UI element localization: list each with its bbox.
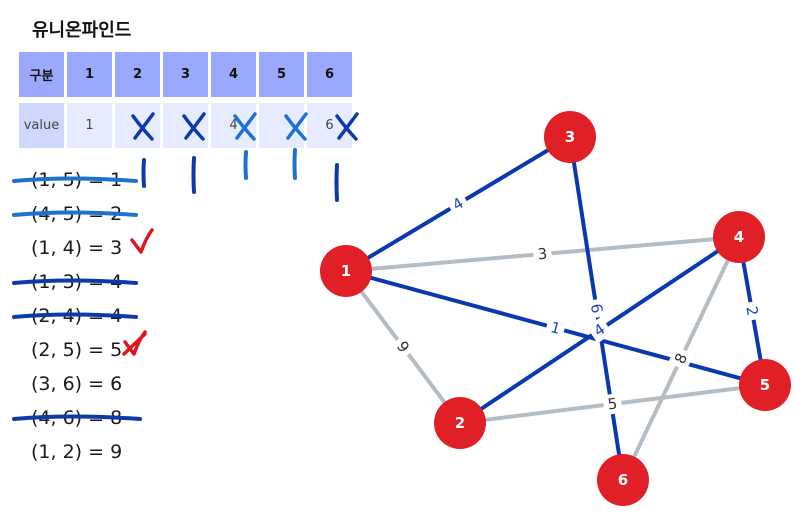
- edge-weight-bg: [389, 333, 417, 361]
- edge-weight-bg: [602, 392, 623, 416]
- page-title: 유니온파인드: [32, 20, 132, 41]
- cross-mark-stroke: [235, 112, 257, 140]
- edge-list-item: (2, 5) = 5: [31, 339, 123, 361]
- node-5: [739, 359, 791, 411]
- value-cell-3: [163, 103, 208, 148]
- header-cell-4: 4: [211, 52, 256, 97]
- strike-through-line: [12, 176, 138, 183]
- edge-weight-label: 5: [607, 394, 619, 413]
- strike-through-line: [12, 278, 138, 285]
- edge-list-item: (3, 6) = 6: [31, 373, 123, 395]
- node-1: [320, 245, 372, 297]
- cross-mark-stroke: [133, 112, 155, 140]
- sorted-edge-list: (1, 5) = 1 (4, 5) = 2 (1, 4) = 3 (1, 3) …: [31, 163, 122, 469]
- tick-mark: [141, 158, 146, 188]
- header-cell-5: 5: [259, 52, 304, 97]
- edge-weight-label: 2: [742, 305, 761, 318]
- edge-weight-bg: [544, 315, 567, 341]
- node-label: 5: [760, 376, 770, 394]
- edge-list-item: (1, 4) = 3: [31, 237, 123, 259]
- edge-weight-label: 6: [587, 302, 606, 314]
- header-cell-1: 1: [67, 52, 112, 97]
- node-label: 1: [341, 262, 351, 280]
- row-label-cell: value: [19, 103, 64, 148]
- edge-weight-bg: [585, 298, 608, 319]
- tick-mark: [292, 148, 297, 180]
- table-value-row: value 1 4 6: [19, 103, 352, 148]
- node-label: 2: [455, 414, 465, 432]
- reject-mark: [122, 332, 147, 356]
- edge-weight-bg: [740, 300, 764, 322]
- header-cell-2: 2: [115, 52, 160, 97]
- edge-weight-bg: [668, 346, 694, 371]
- edge-weight-bg: [445, 190, 471, 218]
- strike-through-line: [12, 210, 138, 217]
- strike-through-line: [12, 312, 138, 319]
- header-cell-3: 3: [163, 52, 208, 97]
- node-4: [713, 211, 765, 263]
- node-2: [434, 397, 486, 449]
- cross-mark-stroke: [337, 112, 359, 140]
- tick-mark: [334, 163, 339, 202]
- header-label-cell: 구분: [19, 52, 64, 97]
- tick-mark: [191, 156, 196, 194]
- edge-list-item: (1, 2) = 9: [31, 441, 123, 463]
- value-cell-1: 1: [67, 103, 112, 148]
- node-6: [597, 454, 649, 506]
- union-find-table: 구분 1 2 3 4 5 6 value 1 4 6: [16, 52, 355, 148]
- node-label: 4: [734, 228, 744, 246]
- reject-mark: [130, 228, 154, 254]
- tick-mark: [243, 150, 248, 180]
- cross-mark-stroke: [286, 112, 308, 140]
- edge-weight-bg: [532, 243, 553, 265]
- table-header-row: 구분 1 2 3 4 5 6: [19, 52, 352, 97]
- cross-mark-stroke: [184, 112, 206, 140]
- node-label: 3: [565, 128, 575, 146]
- node-3: [544, 111, 596, 163]
- header-cell-6: 6: [307, 52, 352, 97]
- edge-weight-label: 1: [549, 318, 563, 338]
- edge-weight-label: 3: [537, 245, 548, 264]
- node-label: 6: [618, 471, 628, 489]
- strike-through-line: [12, 414, 142, 421]
- edge-weight-bg: [586, 316, 613, 344]
